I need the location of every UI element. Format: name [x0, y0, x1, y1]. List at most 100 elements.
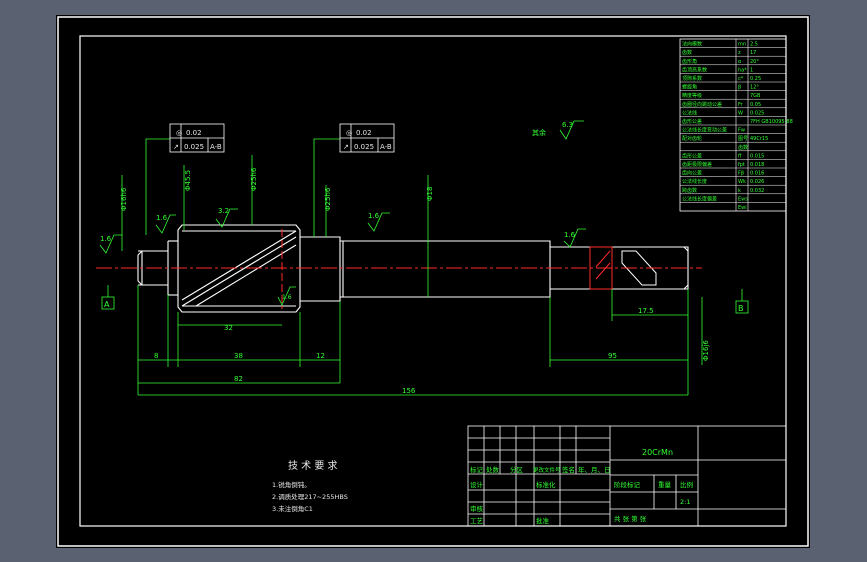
dia-bearing: Φ25h6: [250, 167, 258, 191]
param-cell: k: [738, 188, 741, 194]
title-block-text: 标记 处数 分区 更改文件号 签名 年、月、日 设计 标准化 审核 工艺 批准 …: [470, 448, 693, 525]
param-cell: fpt: [738, 162, 745, 168]
tb-header-4: 签名: [562, 465, 575, 474]
dia-left-end: Φ16h6: [120, 187, 128, 211]
dim-12: 12: [316, 352, 325, 360]
rough-sym-2: [155, 214, 176, 234]
param-cell: 7GB: [750, 93, 761, 99]
outline-right-chamfer-2: [683, 284, 689, 290]
tol1-sym2: ↗: [173, 143, 179, 151]
tech-req-item-1: 1.锐角倒钝。: [272, 480, 311, 489]
keyway-hatch-2: [595, 262, 611, 280]
title-block: [467, 425, 787, 527]
param-cell: 2.5: [750, 42, 758, 48]
tb-header-2: 分区: [510, 465, 524, 474]
param-cell: 齿形公差: [682, 152, 702, 159]
param-cell: mn: [738, 42, 746, 48]
dia-shaft: Φ18: [426, 187, 434, 201]
param-cell: 0.05: [750, 102, 761, 108]
tolerance-frames: [169, 123, 395, 153]
param-cell: 49Cr15: [750, 136, 768, 142]
param-cell: W: [738, 110, 743, 116]
rough-sym-5: [563, 228, 586, 248]
dim-8: 8: [154, 352, 158, 360]
param-cell: z: [738, 50, 741, 56]
outline-tooth-2: [181, 230, 297, 301]
param-cell: 齿圈径向跳动公差: [682, 101, 722, 108]
param-cell: 0.026: [750, 179, 764, 185]
outline-tooth-1: [181, 236, 297, 307]
outer-frame: [57, 16, 809, 547]
param-cell: 0.25: [750, 76, 761, 82]
param-cell: 齿数: [682, 49, 692, 56]
param-cell: 12°: [750, 85, 759, 91]
rough-5: 1.6: [564, 231, 576, 239]
rough-6: 1.6: [282, 294, 292, 301]
tol-leader-2: [313, 138, 340, 237]
param-cell: ff: [738, 153, 742, 159]
param-cell: Fr: [738, 102, 744, 108]
outline-right-chamfer-1: [683, 246, 689, 252]
rough-1: 1.6: [100, 235, 112, 243]
tol2-val2: 0.025: [354, 143, 374, 151]
param-cell: Fβ: [738, 171, 744, 177]
param-cell: 精度等级: [682, 92, 702, 99]
tol1-ref: A-B: [210, 143, 222, 151]
outline-shoulder: [300, 236, 341, 302]
tb-sheets: 共 张 第 张: [614, 514, 647, 523]
param-cell: 法向模数: [682, 41, 702, 48]
rough-sym-6: [277, 286, 296, 306]
tb-review: 审核: [470, 504, 484, 513]
inner-frame: [79, 35, 787, 527]
param-cell: 齿形公差: [682, 118, 702, 125]
dimension-lines: [99, 120, 749, 396]
tol-leader-1: [145, 138, 170, 235]
datum-a-letter: A: [104, 300, 110, 309]
tol2-sym1: ◎: [346, 129, 352, 137]
tb-material: 20CrMn: [642, 448, 673, 457]
cad-drawing-canvas[interactable]: ◎ 0.02 ↗ 0.025 A-B ◎ 0.02 ↗ 0.025 A-B 8 …: [56, 15, 810, 548]
param-cell: ha*: [738, 67, 747, 73]
rough-sym-rest: [559, 120, 584, 140]
rough-sym-4: [367, 212, 390, 232]
tb-weight: 重量: [658, 481, 672, 489]
rough-3: 3.2: [218, 207, 229, 215]
tb-design: 设计: [470, 480, 484, 489]
tb-header-0: 标记: [470, 465, 484, 474]
tol2-ref: A-B: [380, 143, 392, 151]
param-cell: 齿距极限偏差: [682, 161, 712, 168]
param-cell: 公法线长度变动公差: [682, 127, 727, 134]
tech-req-item-2: 2.调质处理217~255HBS: [272, 492, 348, 501]
keyway-hatch-1: [595, 250, 611, 268]
keyway-slot: [621, 250, 657, 286]
rough-rest-label: 其余: [532, 128, 546, 137]
param-cell: 1: [750, 67, 753, 73]
dim-82: 82: [234, 375, 243, 383]
param-cell: Wk: [738, 179, 746, 185]
param-cell: 配对齿轮: [682, 135, 702, 142]
outline-main-shaft: [340, 240, 551, 298]
param-cell: 图号: [738, 136, 748, 142]
outline-chamfer-2: [137, 280, 143, 286]
param-cell: c*: [738, 76, 744, 82]
param-cell: 公法线长度: [682, 178, 707, 185]
tb-stage-mark: 阶段标记: [614, 480, 641, 489]
technical-requirements: 技 术 要 求 1.锐角倒钝。 2.调质处理217~255HBS 3.未注倒角C…: [272, 459, 348, 513]
dim-38: 38: [234, 352, 243, 360]
outline-tooth-3: [195, 244, 297, 307]
outline-chamfer-1: [137, 250, 143, 256]
param-cell: 公法线长度偏差: [682, 195, 717, 202]
param-cell: β: [738, 85, 741, 91]
tech-req-title: 技 术 要 求: [288, 459, 338, 472]
param-cell: 0.015: [750, 153, 764, 159]
rough-rest: 6.3: [562, 121, 573, 129]
tb-header-3: 更改文件号: [533, 466, 561, 474]
tb-scale: 比例: [680, 480, 693, 489]
param-cell: 齿数: [738, 144, 748, 151]
dia-shoulder: Φ25h6: [324, 187, 332, 211]
param-cell: 跨齿数: [682, 187, 697, 194]
dim-32: 32: [224, 324, 233, 332]
param-cell: 齿形角: [682, 58, 697, 65]
datum-b-letter: B: [738, 304, 744, 313]
